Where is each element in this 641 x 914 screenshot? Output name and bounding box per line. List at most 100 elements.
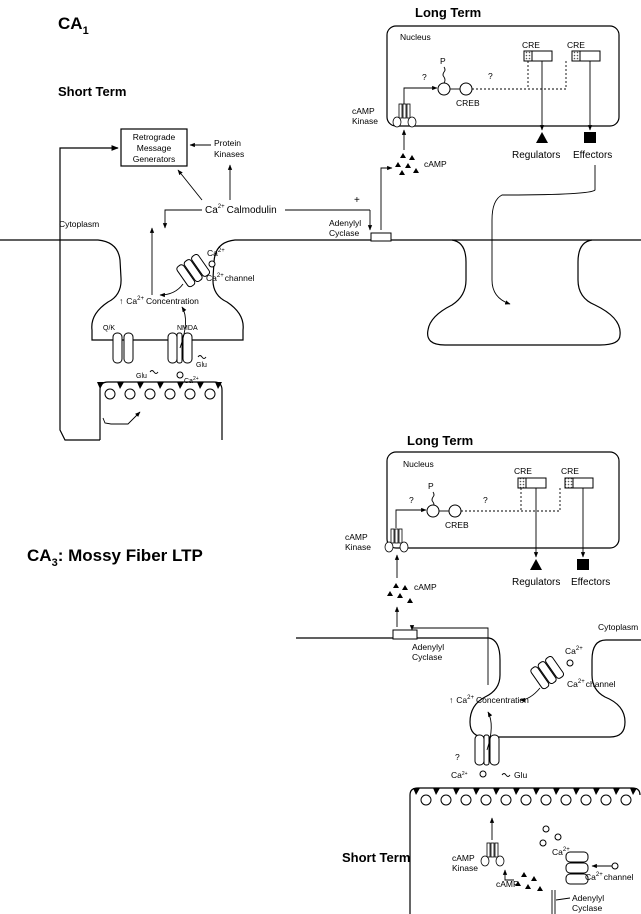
ca3-st-camp-label: cAMP xyxy=(496,879,519,889)
ca1-cre-label-2: CRE xyxy=(567,40,585,50)
ca1-short-term-label: Short Term xyxy=(58,84,126,99)
ca1-vesicles xyxy=(97,382,222,399)
ca3-effectors-label: Effectors xyxy=(571,577,610,588)
ca1-retro-line-2: Message xyxy=(137,143,172,153)
ca3-glu-label: Glu xyxy=(514,770,528,780)
ca1-ca-bottom-label: Ca2+ xyxy=(184,376,199,385)
ca3-cre-label-2: CRE xyxy=(561,466,579,476)
ca3-regulator-triangle xyxy=(530,559,542,570)
ca1-effector-square xyxy=(584,132,596,143)
ca1-protein-kinase-1: Protein xyxy=(214,138,241,148)
ca1-camp-kinase-icon xyxy=(393,104,416,127)
ca1-regulator-triangle xyxy=(536,132,548,143)
ca3-creb-circle-1 xyxy=(427,505,439,517)
ca1-glu-icon-1 xyxy=(150,371,158,374)
ca1-plus-sign: + xyxy=(354,195,360,206)
ca1-phospho-squiggle xyxy=(443,67,445,83)
ca1-nmda-label: NMDA xyxy=(177,325,198,332)
ca3-st-adenylyl-label: Adenylyl xyxy=(572,893,604,903)
ca3-camp-molecules xyxy=(387,583,413,603)
ca3-st-kinase-label-1: cAMP xyxy=(452,853,475,863)
ca3-adenylyl-label: Adenylyl xyxy=(412,642,444,652)
ca3-cyclase-label: Cyclase xyxy=(412,652,443,662)
ca1-panel: CA1 Short Term Long Term Nucleus CRE CRE… xyxy=(0,5,641,440)
ca1-p-label: P xyxy=(440,56,446,66)
ca3-ca-channel-label: Ca2+channel xyxy=(567,679,616,689)
ca1-ca-channel-label: Ca2+channel xyxy=(206,273,255,283)
ca3-st-kinase-icon xyxy=(481,843,504,866)
ca1-cre-box-1-hatch xyxy=(524,51,532,61)
ca3-ca-top-label: Ca2+ xyxy=(565,646,583,656)
ca1-cre-box-2 xyxy=(580,51,600,61)
ca1-new-spine-outline xyxy=(428,240,621,345)
ca1-cre-box-1 xyxy=(532,51,552,61)
ca1-qk-label: Q/K xyxy=(103,325,115,332)
ca1-cyclase-label: Cyclase xyxy=(329,228,360,238)
ca1-creb-circle-2 xyxy=(460,83,472,95)
ca3-adenylyl-cyclase xyxy=(393,630,417,639)
ca1-title: CA1 xyxy=(58,14,89,37)
ca3-camp-kinase-label-1: cAMP xyxy=(345,532,368,542)
ca3-st-cyclase-label: Cyclase xyxy=(572,903,603,913)
ca1-cre-label-1: CRE xyxy=(522,40,540,50)
ca3-short-term-label: Short Term xyxy=(342,850,410,865)
ca3-cre-label-1: CRE xyxy=(514,466,532,476)
ca1-adenylyl-label: Adenylyl xyxy=(329,218,361,228)
ca3-ca-ion xyxy=(567,660,573,666)
ca1-glu-icon-2 xyxy=(198,356,206,359)
ca3-q-1: ? xyxy=(409,495,414,505)
ca3-concentration-label: ↑Ca2+Concentration xyxy=(449,695,529,705)
ca1-regulators-label: Regulators xyxy=(512,150,560,161)
ca3-ca-ion-left xyxy=(480,771,486,777)
ca3-q-3: ? xyxy=(455,752,460,762)
ca3-regulators-label: Regulators xyxy=(512,577,560,588)
ca1-protein-kinase-2: Kinases xyxy=(214,149,244,159)
ca3-glu-icon xyxy=(502,774,510,777)
ca3-ca-left-label: Ca2+ xyxy=(451,770,468,780)
ca1-glu-label-1: Glu xyxy=(136,373,147,380)
ca1-camp-kinase-label-1: cAMP xyxy=(352,106,375,116)
ca1-nucleus-label: Nucleus xyxy=(400,32,431,42)
ca3-panel: CA3: Mossy Fiber LTP Long Term Nucleus C… xyxy=(27,433,641,914)
ca1-adenylyl-cyclase xyxy=(371,233,391,241)
ca1-long-term-label: Long Term xyxy=(415,5,481,20)
ca3-camp-label: cAMP xyxy=(414,582,437,592)
ca3-title: CA3: Mossy Fiber LTP xyxy=(27,546,203,569)
ca1-qk-receptor-icon xyxy=(113,333,133,363)
ca3-st-channel-label: Ca2+channel xyxy=(585,872,634,882)
ca1-presynaptic-terminal xyxy=(100,382,222,440)
ca1-cytoplasm-label: Cytoplasm xyxy=(59,219,99,229)
ca3-st-kinase-label-2: Kinase xyxy=(452,863,478,873)
ca1-ca-ion-bottom xyxy=(177,372,183,378)
ca1-camp-molecules xyxy=(395,153,419,175)
ca3-st-camp-molecules xyxy=(515,872,543,891)
ca1-creb-label: CREB xyxy=(456,98,480,108)
ca3-cre-box-2 xyxy=(573,478,593,488)
ca3-effector-square xyxy=(577,559,589,570)
ca3-ca-channel-icon xyxy=(530,655,565,690)
ca1-q-1: ? xyxy=(422,72,427,82)
ca3-vesicles xyxy=(413,788,637,805)
ca3-cre-box-2-hatch xyxy=(565,478,573,488)
ca1-creb-circle-1 xyxy=(438,83,450,95)
ca3-q-2: ? xyxy=(483,495,488,505)
ca1-effectors-label: Effectors xyxy=(573,150,612,161)
ca1-retro-line-1: Retrograde xyxy=(133,132,176,142)
ca3-cre-box-1-hatch xyxy=(518,478,526,488)
ca3-cre-box-1 xyxy=(526,478,546,488)
ca1-cre-box-2-hatch xyxy=(572,51,580,61)
ca1-glu-label-2: Glu xyxy=(196,362,207,369)
ca1-camp-kinase-label-2: Kinase xyxy=(352,116,378,126)
ca3-camp-kinase-label-2: Kinase xyxy=(345,542,371,552)
ca3-creb-circle-2 xyxy=(449,505,461,517)
ca1-q-2: ? xyxy=(488,71,493,81)
ca1-concentration-label: ↑Ca2+Concentration xyxy=(119,296,199,306)
ca3-cytoplasm-label: Cytoplasm xyxy=(598,622,638,632)
ca1-camp-label: cAMP xyxy=(424,159,447,169)
ca1-calmodulin-label: Ca2+Calmodulin xyxy=(205,204,277,216)
ca3-creb-label: CREB xyxy=(445,520,469,530)
ca3-p-label: P xyxy=(428,481,434,491)
ca1-ca-ion xyxy=(209,261,215,267)
ca1-ca-top-label: Ca2+ xyxy=(207,248,225,258)
